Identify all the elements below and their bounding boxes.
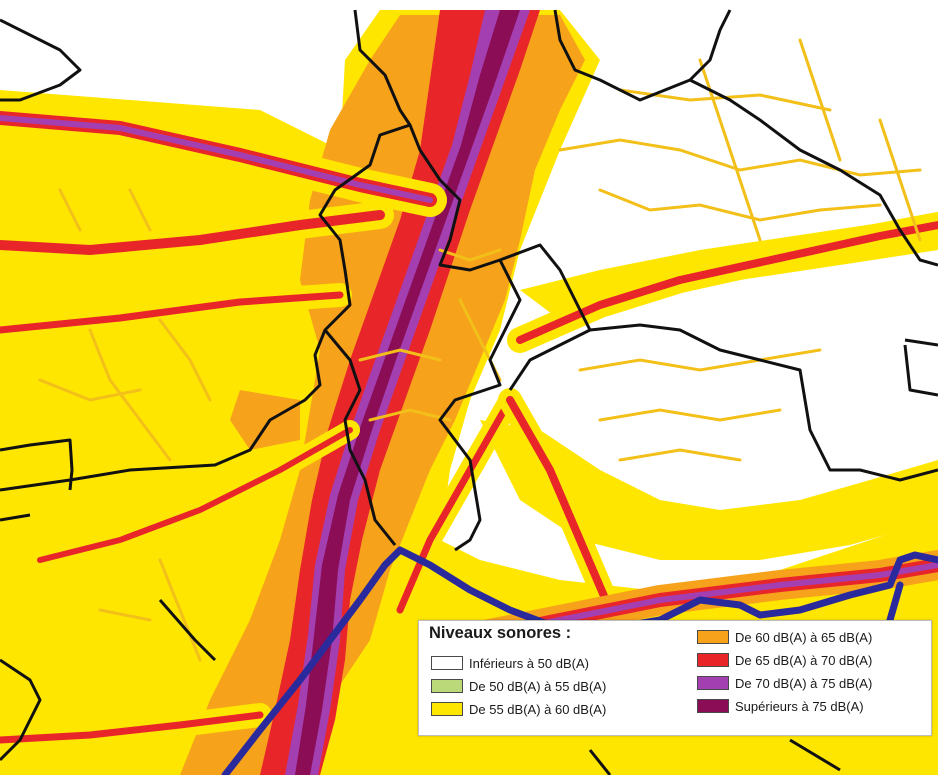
legend-swatch (431, 656, 463, 670)
legend-label: Supérieurs à 75 dB(A) (735, 698, 864, 714)
legend: Niveaux sonores : Inférieurs à 50 dB(A) … (418, 620, 932, 736)
legend-item-70-75: De 70 dB(A) à 75 dB(A) (697, 673, 872, 693)
legend-swatch (431, 702, 463, 716)
legend-item-below-50: Inférieurs à 50 dB(A) (431, 653, 606, 673)
legend-swatch (431, 679, 463, 693)
legend-title: Niveaux sonores : (429, 624, 572, 642)
zone-above-75 (295, 10, 520, 775)
legend-label: De 55 dB(A) à 60 dB(A) (469, 701, 607, 717)
legend-swatch (697, 699, 729, 713)
legend-swatch (697, 630, 729, 644)
legend-label: De 65 dB(A) à 70 dB(A) (735, 652, 873, 668)
legend-label: De 70 dB(A) à 75 dB(A) (735, 675, 873, 691)
municipal-boundaries (0, 9, 938, 775)
legend-item-55-60: De 55 dB(A) à 60 dB(A) (431, 699, 606, 719)
legend-swatch (697, 676, 729, 690)
legend-column-left: Inférieurs à 50 dB(A) De 50 dB(A) à 55 d… (431, 653, 606, 719)
legend-item-50-55: De 50 dB(A) à 55 dB(A) (431, 676, 606, 696)
legend-column-right: De 60 dB(A) à 65 dB(A) De 65 dB(A) à 70 … (697, 627, 872, 716)
legend-label: De 60 dB(A) à 65 dB(A) (735, 629, 873, 645)
legend-item-60-65: De 60 dB(A) à 65 dB(A) (697, 627, 872, 647)
legend-label: De 50 dB(A) à 55 dB(A) (469, 678, 607, 694)
legend-item-65-70: De 65 dB(A) à 70 dB(A) (697, 650, 872, 670)
legend-label: Inférieurs à 50 dB(A) (469, 655, 589, 671)
legend-swatch (697, 653, 729, 667)
minor-streets (38, 38, 922, 662)
legend-item-above-75: Supérieurs à 75 dB(A) (697, 696, 872, 716)
